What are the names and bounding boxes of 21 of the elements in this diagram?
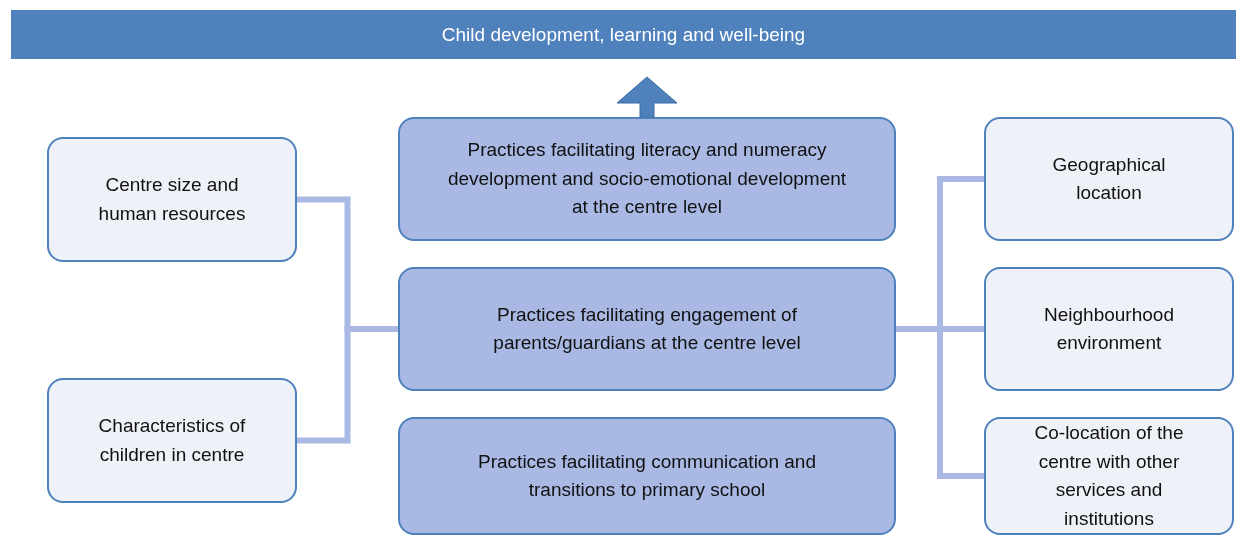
practice-box	[398, 417, 896, 535]
node-text: Practices facilitating communication and transitions to primary school	[477, 449, 817, 502]
node-text: Centre size and human resources	[97, 173, 247, 226]
factor-box	[984, 267, 1234, 391]
factor-box	[47, 137, 297, 262]
factor-box	[984, 417, 1234, 535]
node-text: Neighbourhood environment	[1043, 302, 1175, 355]
factor-box	[984, 117, 1234, 241]
node-text: Practices facilitating engagement of parents/guardians at the centre level	[492, 302, 802, 355]
title-band	[11, 10, 1236, 59]
node-text: Geographical location	[1051, 152, 1167, 205]
bracket-connector	[896, 326, 984, 479]
node-text: Characteristics of children in centre	[97, 414, 247, 467]
factor-box	[47, 378, 297, 503]
practice-box	[398, 117, 896, 241]
node-text: Practices facilitating literacy and numeracy development and socio-emotional development at the centre level	[446, 138, 848, 220]
node-text: Child development, learning and well-being	[441, 23, 806, 46]
bracket-connector	[297, 326, 398, 444]
node-text: Co-location of the centre with other services and institutions	[1033, 421, 1185, 531]
practice-box	[398, 267, 896, 391]
block-arrow	[616, 76, 678, 118]
